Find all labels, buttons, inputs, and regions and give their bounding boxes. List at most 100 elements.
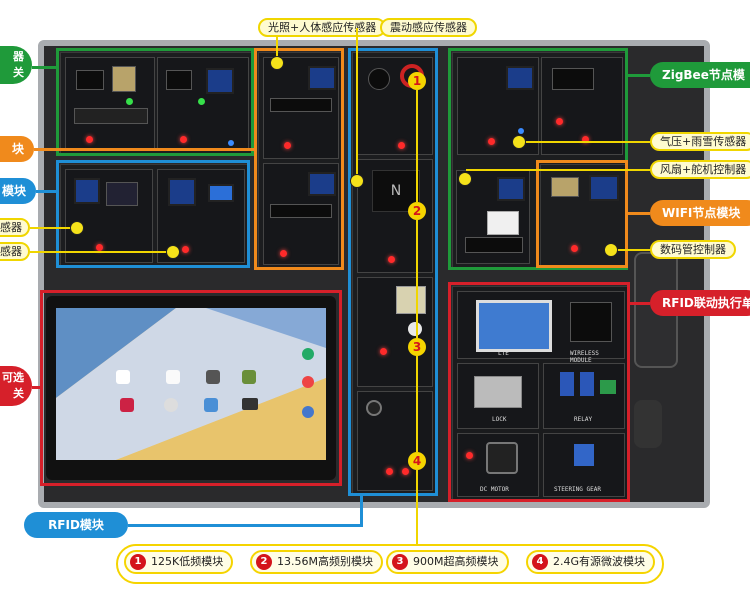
label-connector [628, 74, 650, 77]
label-left-green-bottom: 关 [13, 66, 24, 79]
status-led [86, 136, 93, 143]
label-left-blue: 模块 [0, 178, 36, 204]
marker-connector [416, 90, 418, 202]
pointer-dot [166, 245, 180, 259]
app-icon[interactable] [302, 406, 314, 418]
status-led [284, 142, 291, 149]
status-led [380, 348, 387, 355]
rfid-24g-board [357, 391, 433, 491]
oled-screen [506, 66, 534, 90]
sensor-frame-orange [254, 48, 344, 270]
app-icon[interactable] [116, 370, 130, 384]
pointer-dot [350, 174, 364, 188]
marker-3: 3 [408, 338, 426, 356]
legend-text: 900M超高频模块 [413, 555, 499, 568]
tablet-screen[interactable] [56, 308, 326, 460]
lte-label: LTE [498, 350, 509, 357]
label-wifi-node: WIFI节点模块 [650, 200, 750, 226]
app-icon[interactable] [204, 398, 218, 412]
label-connector [34, 148, 254, 151]
steering-board: STEERING GEAR [543, 433, 625, 497]
wifi-chip [106, 182, 138, 206]
label-connector [36, 190, 56, 193]
pointer-dot [512, 135, 526, 149]
marker-2: 2 [408, 202, 426, 220]
oled-screen [74, 178, 100, 204]
marker-4: 4 [408, 452, 426, 470]
status-led [182, 246, 189, 253]
sensor-board [457, 57, 539, 155]
status-led [180, 136, 187, 143]
label-light-human: 光照+人体感应传感器 [258, 18, 387, 37]
relay-board: RELAY [543, 363, 625, 429]
nfc-antenna-icon: N [372, 170, 420, 212]
label-left-green: 器 关 [0, 46, 32, 84]
rfid-key-fob [634, 400, 662, 448]
zigbee-frame-left [56, 48, 254, 156]
legend-number: 2 [256, 554, 272, 570]
pointer-dot [70, 221, 84, 235]
legend-number: 4 [532, 554, 548, 570]
label-connector [30, 251, 170, 253]
servo-plug [487, 211, 519, 235]
switch-cap [408, 322, 422, 336]
electric-lock [474, 376, 522, 408]
sensor-chip [166, 70, 192, 90]
app-icon[interactable] [206, 370, 220, 384]
label-connector [356, 28, 358, 178]
legend-item-4: 4 2.4G有源微波模块 [526, 550, 656, 574]
oled-screen [168, 178, 196, 206]
label-connector [276, 36, 278, 60]
app-icon[interactable] [166, 370, 180, 384]
label-vibration: 震动感应传感器 [380, 18, 477, 37]
sensor-chip [552, 68, 594, 90]
zigbee-frame-right [448, 48, 628, 270]
legend-item-1: 1 125K低频模块 [124, 550, 234, 574]
sensor-board [157, 169, 245, 263]
status-led [518, 128, 524, 134]
label-left-red-top: 可选 [2, 371, 24, 384]
label-left-red-bottom: 关 [13, 387, 24, 400]
app-icon[interactable] [120, 398, 134, 412]
header-row [270, 98, 332, 112]
wifi-board-group-left [60, 164, 248, 266]
app-icon[interactable] [242, 398, 258, 410]
legend-item-3: 3 900M超高频模块 [386, 550, 509, 574]
label-rfid-exec: RFID联动执行单 [650, 290, 750, 316]
status-led [466, 452, 473, 459]
servo-motor [574, 444, 594, 466]
label-connector [630, 302, 650, 305]
oled-screen [208, 184, 234, 202]
rfid-frame-blue [348, 48, 438, 496]
pointer-dot [270, 56, 284, 70]
phone-icon[interactable] [302, 348, 314, 360]
status-led [228, 140, 234, 146]
rfid-exec-unit: LTE WIRELESS MODULE LOCK RELAY DC MOTOR … [452, 286, 628, 500]
app-icon[interactable] [302, 376, 314, 388]
terminal [600, 380, 616, 394]
app-icon[interactable] [242, 370, 256, 384]
oled-screen [206, 68, 234, 94]
android-tablet [46, 296, 336, 480]
lte-wireless-board: LTE WIRELESS MODULE [457, 291, 625, 364]
marker-connector [416, 220, 418, 338]
status-led [96, 244, 103, 251]
sensor-chip [76, 70, 104, 90]
sensor-column-orange [258, 52, 342, 268]
label-left-orange: 块 [0, 136, 34, 162]
buzzer [368, 68, 390, 90]
status-led [571, 245, 578, 252]
label-connector [466, 169, 650, 171]
tablet-wallpaper [56, 308, 326, 460]
wifi-node-board [540, 164, 626, 266]
wireless-chip [570, 302, 612, 342]
status-led [398, 142, 405, 149]
lock-label: LOCK [492, 416, 507, 423]
label-left-yellow-2: 感器 [0, 242, 30, 261]
motor-board: DC MOTOR [457, 433, 539, 497]
label-rfid-module: RFID模块 [24, 512, 128, 538]
settings-icon[interactable] [164, 398, 178, 412]
status-led [388, 256, 395, 263]
rfid-module-column: N [352, 52, 436, 494]
marker-connector [416, 470, 418, 544]
